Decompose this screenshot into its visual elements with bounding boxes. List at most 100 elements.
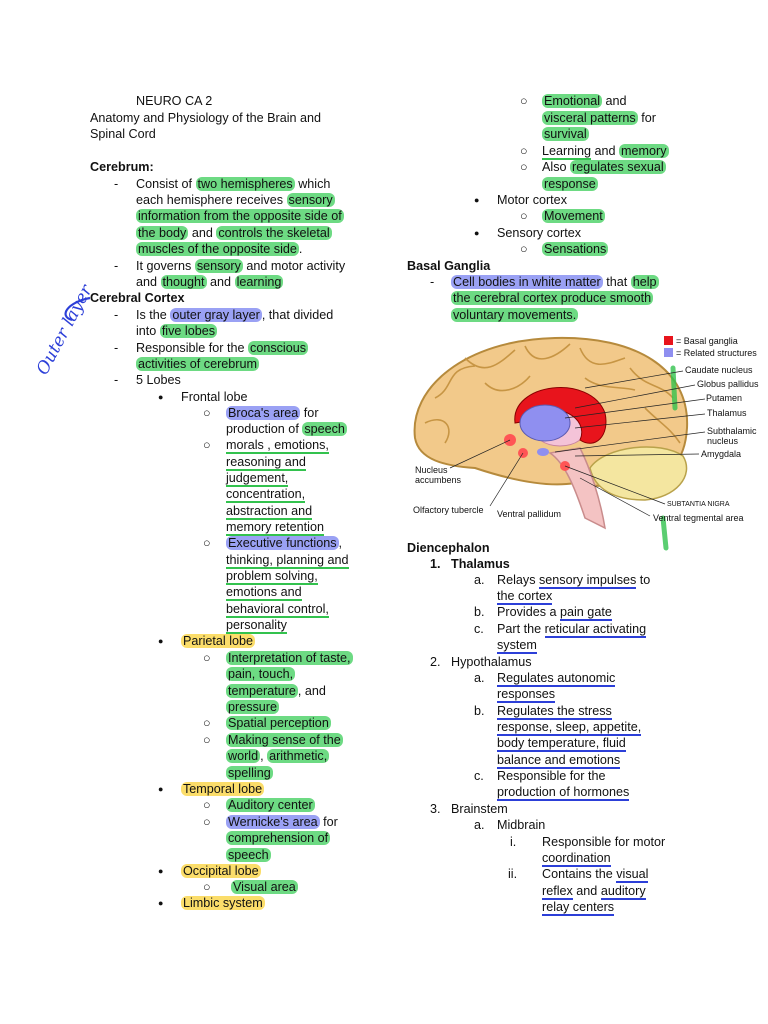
bullet-dash: - [114,373,119,387]
label-globus: Globus pallidus [697,379,759,389]
letter-b: b. [474,605,485,619]
frontal-f6: concentration, [226,487,306,503]
doc-title: NEURO CA 2 [136,94,213,108]
cerebrum-b1-line2: each hemisphere receives sensory [136,193,335,207]
basal-line1: Cell bodies in white matter that help [451,275,659,289]
bullet-dot: ● [158,784,164,794]
hypo-b3: body temperature, fluid [497,736,626,752]
frontal-f12: emotions and [226,585,302,601]
bullet-circle: ○ [520,242,528,256]
frontal-f5: judgement, [226,471,289,487]
temporal-t2: Wernicke's area for [226,815,338,829]
label-subthalamic-2: nucleus [707,436,739,446]
letter-a: a. [474,818,485,832]
bullet-circle: ○ [203,716,211,730]
label-accumbens-1: Nucleus [415,465,448,475]
hypothalamus-heading: Hypothalamus [451,655,532,669]
parietal-p5: Spatial perception [226,716,331,730]
limbic-l1: Emotional and [542,94,627,108]
temporal-lobe: Temporal lobe [181,782,265,796]
bullet-circle: ○ [203,406,211,420]
limbic-l3: survival [542,127,589,141]
letter-b: b. [474,704,485,718]
leader-lines [449,370,706,517]
frontal-f14: personality [226,618,287,634]
globus-pallidus-shape [519,404,571,442]
handwritten-note: Outer layer [33,281,97,378]
basal-line2: the cerebral cortex produce smooth [451,291,654,305]
basal-ganglia-heading: Basal Ganglia [407,259,491,273]
bullet-circle: ○ [203,798,211,812]
frontal-lobe: Frontal lobe [181,390,248,404]
hypo-b2: response, sleep, appetite, [497,720,642,736]
cortex-line1: Is the outer gray layer, that divided [136,308,334,322]
limbic-l6: response [542,177,598,191]
num-3: 3. [430,802,441,816]
cerebrum-b1-line3: information from the opposite side of [136,209,344,223]
subthalamic-shape [537,448,549,456]
legend-swatch-basal [664,336,673,345]
limbic-system: Limbic system [181,896,265,910]
parietal-p8: spelling [226,766,273,780]
bullet-circle: ○ [203,651,211,665]
legend-basal-label: = Basal ganglia [676,336,738,346]
frontal-f3: morals , emotions, [226,438,329,454]
temporal-t4: speech [226,848,271,862]
frontal-f10: thinking, planning and [226,553,349,569]
brain-gyri [424,343,681,444]
bullet-dash: - [114,259,119,273]
bullet-circle: ○ [520,144,528,158]
bullet-dash: - [114,177,119,191]
label-subthalamic-1: Subthalamic [707,426,757,436]
num-1: 1. [430,557,441,571]
roman-i: i. [510,835,517,849]
cerebrum-b1-line5: muscles of the opposite side. [136,242,303,256]
diencephalon-heading: Diencephalon [407,541,490,555]
hypo-c2: production of hormones [497,785,630,801]
marker-stroke [670,365,678,411]
occipital-o1: Visual area [231,880,298,894]
limbic-l5: Also regulates sexual [542,160,666,174]
midbrain-ii3: relay centers [542,900,615,916]
thalamus-heading: Thalamus [451,557,510,571]
bullet-circle: ○ [520,94,528,108]
label-putamen: Putamen [706,393,742,403]
cortex-line4: activities of cerebrum [136,357,259,371]
midbrain-i2: coordination [542,851,611,867]
hypo-b1: Regulates the stress [497,704,612,720]
parietal-p1: Interpretation of taste, [226,651,353,665]
thal-a1: Relays sensory impulses to [497,573,651,589]
letter-c: c. [474,622,484,636]
legend-swatch-related [664,348,673,357]
motor-cortex: Motor cortex [497,193,567,207]
frontal-f1: Broca's area for [226,406,319,420]
frontal-f13: behavioral control, [226,602,329,618]
thal-b1: Provides a pain gate [497,605,612,621]
bullet-circle: ○ [203,815,211,829]
bullet-dash: - [114,341,119,355]
label-caudate: Caudate nucleus [685,365,753,375]
basal-line3: voluntary movements. [451,308,579,322]
parietal-p6: Making sense of the [226,733,343,747]
bullet-dot: ● [474,228,480,238]
bullet-dot: ● [158,392,164,402]
cortex-heading: Cerebral Cortex [90,291,185,305]
letter-c: c. [474,769,484,783]
temporal-t1: Auditory center [226,798,315,812]
midbrain-heading: Midbrain [497,818,546,832]
cortex-5-lobes: 5 Lobes [136,373,181,387]
bullet-dot: ● [474,195,480,205]
frontal-f11: problem solving, [226,569,318,585]
sensations: Sensations [542,242,609,256]
doc-subtitle-2: Spinal Cord [90,127,156,141]
label-olfactory: Olfactory tubercle [413,505,484,515]
roman-ii: ii. [508,867,518,881]
thal-c2: system [497,638,537,654]
limbic-l4: Learning and memory [542,144,669,160]
label-substantia-nigra: SUBTANTIA NIGRA [667,501,730,508]
thal-a2: the cortex [497,589,553,605]
thal-c1: Part the reticular activating [497,622,647,638]
temporal-t3: comprehension of [226,831,331,845]
doc-subtitle-1: Anatomy and Physiology of the Brain and [90,111,322,125]
parietal-p3: temperature, and [226,684,326,698]
